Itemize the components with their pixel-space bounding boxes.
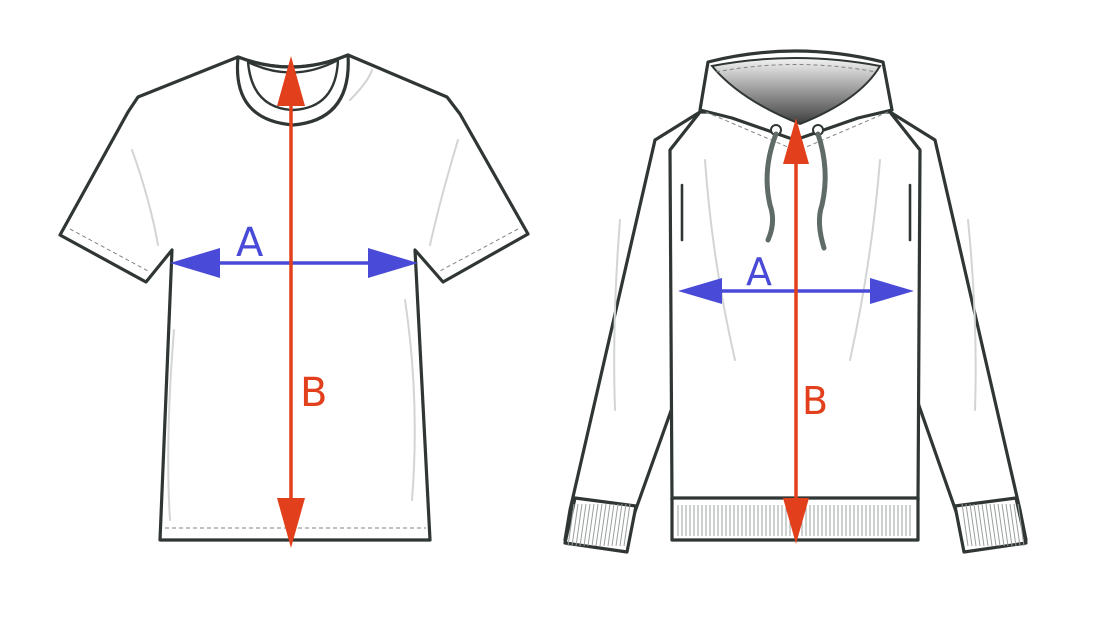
rib-line — [1017, 503, 1025, 547]
hoodie-length-label: B — [802, 379, 828, 423]
hoodie-width-label: A — [746, 250, 772, 294]
hoodie-drawstring-left — [764, 131, 779, 243]
rib-line — [977, 503, 985, 547]
hoodie-left-cuff-ribbing — [567, 503, 631, 547]
hoodie-right-cuff — [953, 496, 1028, 554]
rib-line — [965, 503, 973, 547]
rib-line — [973, 503, 981, 547]
rib-line — [571, 503, 579, 547]
t-shirt-width-label: A — [236, 220, 264, 266]
t-shirt-length-arrow — [277, 56, 305, 548]
rib-line — [981, 503, 989, 547]
rib-line — [623, 503, 631, 547]
rib-line — [583, 503, 591, 547]
hoodie-width-arrowhead-left — [678, 278, 722, 304]
rib-line — [1001, 503, 1009, 547]
rib-line — [961, 503, 969, 547]
rib-line — [997, 503, 1005, 547]
t-shirt-body — [58, 53, 530, 542]
rib-line — [591, 503, 599, 547]
t-shirt-illustration — [58, 53, 530, 542]
hoodie-length-arrowhead-bottom — [783, 498, 809, 544]
t-shirt-width-arrowhead-left — [170, 248, 220, 278]
t-shirt-length-label: B — [300, 370, 327, 416]
t-shirt-length-arrowhead-top — [277, 56, 305, 106]
rib-line — [567, 503, 575, 547]
rib-line — [1013, 503, 1021, 547]
rib-line — [993, 503, 1001, 547]
hoodie-drawstring-right — [815, 131, 828, 251]
rib-line — [1005, 503, 1013, 547]
rib-line — [575, 503, 583, 547]
rib-line — [969, 503, 977, 547]
rib-line — [615, 503, 623, 547]
t-shirt-width-arrow — [170, 248, 418, 278]
hoodie-length-arrowhead-top — [783, 118, 809, 164]
hoodie-hood-interior — [710, 57, 882, 126]
hoodie-left-cuff — [563, 496, 638, 554]
t-shirt-width-arrowhead-right — [368, 248, 418, 278]
rib-line — [1009, 503, 1017, 547]
rib-line — [611, 503, 619, 547]
rib-line — [579, 503, 587, 547]
hoodie-length-arrow — [783, 118, 809, 544]
rib-line — [989, 503, 997, 547]
t-shirt-length-arrowhead-bottom — [277, 498, 305, 548]
rib-line — [587, 503, 595, 547]
rib-line — [603, 503, 611, 547]
hoodie-width-arrowhead-right — [870, 278, 914, 304]
hoodie-right-cuff-ribbing — [961, 503, 1025, 547]
rib-line — [619, 503, 627, 547]
rib-line — [607, 503, 615, 547]
rib-line — [595, 503, 603, 547]
rib-line — [985, 503, 993, 547]
rib-line — [599, 503, 607, 547]
